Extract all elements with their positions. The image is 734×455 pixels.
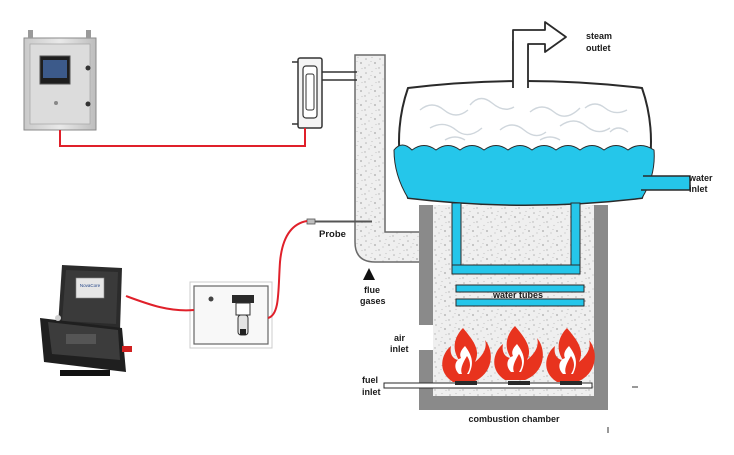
analyzer-screen-text: NovaCore (80, 283, 101, 288)
combustion-chamber-label: combustion chamber (468, 414, 560, 424)
diagram-labels: steam outlet water inlet Probe flue gase… (319, 31, 713, 424)
air-inlet-label: inlet (390, 344, 409, 354)
signal-cables (59, 128, 308, 319)
water-tubes-label: water tubes (492, 290, 543, 300)
fuel-inlet-label: fuel (362, 375, 378, 385)
conditioner-to-analyzer-cable (125, 295, 195, 312)
sensor-mount-icon[interactable] (292, 57, 357, 129)
water-inlet-label: inlet (689, 184, 708, 194)
flue-gases-label: flue (364, 285, 380, 295)
sample-conditioner-icon[interactable] (189, 281, 273, 349)
cabinet-to-sensor-cable (59, 128, 306, 147)
portable-analyzer-icon[interactable]: NovaCore (40, 265, 132, 376)
fuel-inlet-label: inlet (362, 387, 381, 397)
control-cabinet-icon[interactable] (23, 30, 97, 131)
probe-label: Probe (319, 229, 346, 240)
flame-icon (442, 328, 491, 382)
probe-to-conditioner-cable (267, 220, 308, 319)
water-inlet-pipe (641, 175, 691, 191)
water-inlet-label: water (688, 173, 713, 183)
steam-outlet-pipe (512, 21, 567, 88)
air-inlet-label: air (394, 333, 406, 343)
flue-stack (354, 54, 421, 263)
steam-outlet-label: outlet (586, 43, 611, 53)
water-tube-bank (451, 202, 585, 307)
burner-flames (442, 326, 595, 382)
flue-gases-label: gases (360, 296, 386, 306)
flame-icon (546, 328, 595, 382)
flame-icon (494, 326, 543, 380)
steam-drum (393, 80, 655, 206)
steam-outlet-label: steam (586, 31, 612, 41)
up-arrow-icon (363, 268, 375, 280)
fuel-inlet-pipe (383, 381, 593, 389)
